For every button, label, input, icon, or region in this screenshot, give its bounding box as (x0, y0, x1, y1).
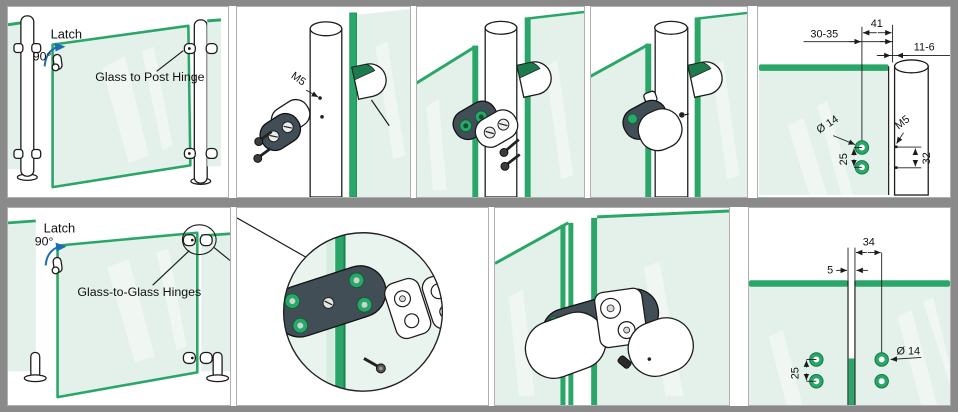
detail-circle-marker (181, 224, 230, 261)
right-glass-panel (207, 18, 222, 167)
left-glass-panel (8, 21, 22, 170)
panel-glass-hinge-dimensions: 34 5 25 Ø 14 (748, 207, 951, 406)
latch-icon (51, 256, 63, 275)
screw-size-label: M5 (289, 70, 308, 88)
latch-label: Latch (44, 221, 75, 236)
gate-glass-panel (56, 231, 199, 399)
floor-spigot (23, 351, 47, 383)
swing-arrow-icon (44, 242, 67, 266)
right-glass-panel (694, 11, 747, 197)
dim-5: 5 (827, 264, 833, 276)
panel-glass-hinge-overview: Latch 90° Glass-to-Glass Hinges (7, 207, 231, 406)
screw (445, 325, 467, 339)
magnifier-circle (282, 232, 444, 392)
screw (254, 130, 273, 147)
left-glass-panel (749, 280, 849, 405)
right-glass-panel (201, 232, 230, 372)
drill-hole (874, 352, 889, 367)
post-hinge-bottom (183, 147, 218, 160)
swing-angle-label: 90° (35, 235, 54, 249)
glass-hinge-body (351, 63, 387, 101)
glass-hinge-top (182, 234, 213, 247)
panel-glass-hinge-detail (236, 207, 489, 406)
hinge-leaf (384, 273, 443, 340)
dim-30-35: 30-35 (810, 29, 838, 41)
screw (363, 357, 386, 374)
dim-41: 41 (871, 18, 883, 30)
screw (443, 291, 465, 305)
left-glass-panel (8, 219, 36, 372)
glass-panel (758, 64, 890, 196)
hinge-plate-exploded (259, 98, 311, 152)
dim-hole-spacing: 25 (790, 367, 802, 379)
latch-label: Latch (51, 27, 82, 42)
dim-11-6: 11-6 (914, 42, 935, 54)
latch-icon (51, 53, 63, 72)
glass-hinge-body (516, 61, 552, 99)
gate-glass-panel (51, 24, 192, 189)
panel-post-hinge-dimensions: 41 30-35 11-6 Ø 14 (757, 6, 951, 198)
glass-panel (349, 8, 410, 197)
floor-spigot (206, 351, 230, 383)
glass-hinge-body (687, 61, 723, 99)
dim-hole-spacing: 25 (838, 153, 850, 165)
glass-gap-seal (848, 358, 855, 405)
screw (253, 147, 272, 163)
glass-hinge-bottom (182, 351, 213, 365)
post-hinge-top (183, 42, 218, 55)
right-glass-panel (854, 280, 950, 405)
dim-hole-dia: Ø 14 (897, 346, 921, 358)
hinge-back-plate (283, 265, 387, 338)
post (893, 59, 929, 196)
drill-hole (874, 374, 889, 389)
cover-screw (617, 355, 632, 369)
panel-post-hinge-step3 (590, 6, 748, 198)
swing-angle-label: 90° (33, 49, 52, 63)
hinge-cover-plate (474, 109, 519, 148)
hinge-cover-right (627, 317, 694, 377)
hinge-callout-label: Glass to Post Hinge (95, 70, 204, 84)
hinge-cover-cap (637, 108, 683, 152)
hinge-callout-label: Glass-to-Glass Hinges (77, 285, 201, 299)
dim-post-hole-spacing: 32 (921, 152, 933, 164)
dim-34: 34 (863, 237, 875, 249)
post (309, 21, 343, 197)
panel-post-hinge-overview: Latch 90° Glass to Post Hinge (7, 6, 229, 198)
swing-arrow-icon (43, 42, 66, 67)
screw (499, 138, 520, 157)
panel-post-hinge-step2 (416, 6, 585, 198)
cover-screw (679, 112, 689, 118)
panel-glass-hinge-step (494, 207, 730, 406)
panel-post-hinge-step1: M5 (236, 6, 411, 198)
right-glass-panel (524, 10, 584, 197)
post-left (13, 15, 42, 182)
screw (500, 153, 521, 171)
